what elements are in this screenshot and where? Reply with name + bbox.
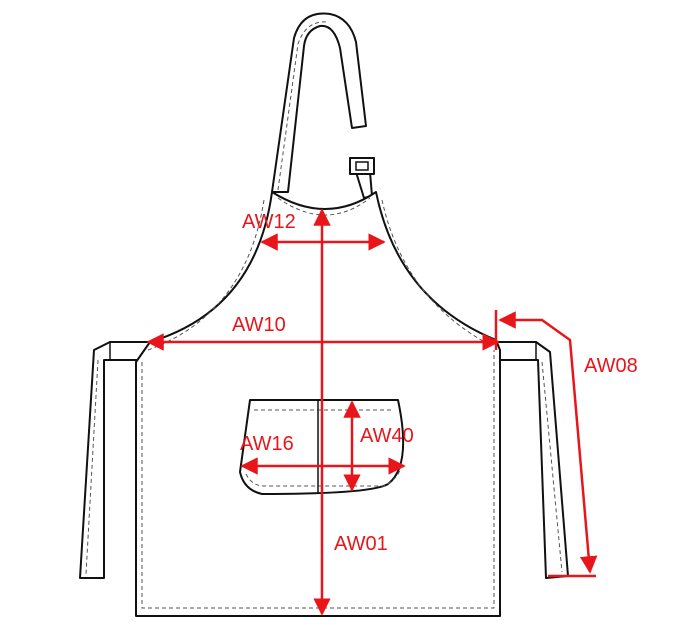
aw08-label: AW08 bbox=[584, 355, 638, 377]
right-waist-tie bbox=[495, 341, 569, 579]
neck-strap bbox=[271, 12, 367, 193]
aw40-label: AW40 bbox=[360, 425, 414, 447]
aw10-label: AW10 bbox=[232, 314, 286, 336]
aw01-label: AW01 bbox=[334, 533, 388, 555]
aw16-label: AW16 bbox=[240, 433, 294, 455]
aw12-label: AW12 bbox=[242, 211, 296, 233]
aw08-arrow bbox=[494, 310, 598, 578]
strap-buckle bbox=[349, 157, 375, 199]
